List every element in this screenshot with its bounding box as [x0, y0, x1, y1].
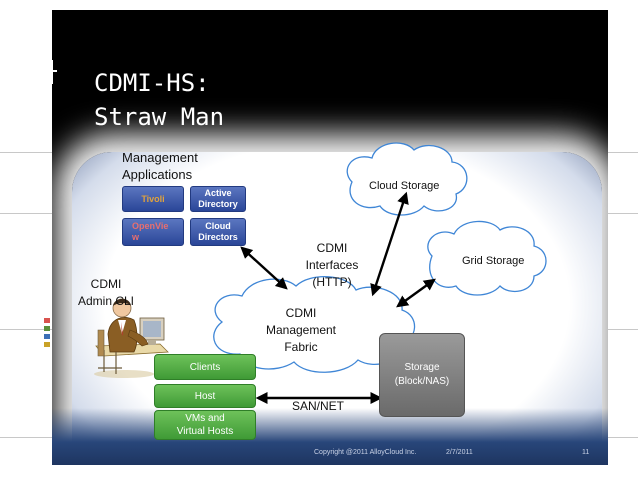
storage-box: Storage (Block/NAS): [379, 333, 465, 417]
interfaces-line2: Interfaces: [305, 258, 359, 272]
slide-title-line2: Straw Man: [94, 103, 225, 131]
footer-date: 2/7/2011: [446, 449, 473, 456]
vms-line2: Virtual Hosts: [176, 426, 234, 437]
fabric-line1: CDMI: [285, 306, 317, 320]
arrow-apps-fabric: [240, 246, 288, 290]
admin-line1: CDMI: [90, 277, 122, 291]
app-cloud-line1: Cloud: [205, 221, 231, 231]
app-openview-line1: OpenVie: [132, 221, 169, 231]
slide-footer-band: [52, 408, 608, 465]
host-label: Host: [194, 390, 216, 402]
app-active-line2: Directory: [198, 199, 238, 209]
app-tivoli-label: Tivoli: [141, 193, 165, 204]
host-box: Host: [154, 384, 256, 408]
app-openview-line2: w: [132, 232, 140, 242]
title-accent-icon: [43, 52, 57, 92]
grid-storage-label: Grid Storage: [462, 255, 525, 267]
vms-box: VMs and Virtual Hosts: [154, 410, 256, 440]
fabric-line2: Management: [265, 323, 337, 337]
footer-copyright: Copyright @2011 AlloyCloud Inc.: [314, 449, 417, 456]
slide-title: CDMI-HS: Straw Man: [94, 66, 224, 134]
cloud-storage-label: Cloud Storage: [369, 180, 440, 192]
management-fabric-label: CDMI Management Fabric: [256, 305, 346, 356]
app-cloud-line2: Directors: [198, 232, 238, 242]
arrow-fabric-grid: [396, 278, 436, 308]
vms-line1: VMs and: [185, 413, 225, 424]
cdmi-admin-cli-label: CDMI Admin CLI: [68, 276, 144, 310]
app-tivoli: Tivoli: [122, 186, 184, 212]
clients-label: Clients: [189, 361, 221, 373]
interfaces-line1: CDMI: [316, 241, 348, 255]
person-at-computer-icon: [94, 298, 169, 378]
app-active-line1: Active: [204, 188, 232, 198]
app-cloud-directors: Cloud Directors: [190, 218, 246, 246]
footer-page-number: 11: [582, 449, 590, 456]
sidebar-marks: [44, 318, 52, 350]
interfaces-line3: (HTTP): [312, 275, 352, 289]
app-openview: OpenVie w: [122, 218, 184, 246]
app-active-directory: Active Directory: [190, 186, 246, 212]
cdmi-interfaces-label: CDMI Interfaces (HTTP): [290, 240, 374, 291]
san-net-label: SAN/NET: [292, 399, 345, 413]
admin-line2: Admin CLI: [77, 294, 135, 308]
clients-box: Clients: [154, 354, 256, 380]
management-applications-label: Management Applications: [122, 149, 198, 183]
fabric-line3: Fabric: [284, 340, 318, 354]
grid-storage-shape: [427, 220, 547, 296]
storage-line1: Storage: [404, 362, 440, 373]
management-label-line1: Management: [122, 150, 198, 165]
storage-line2: (Block/NAS): [394, 376, 450, 387]
slide-title-line1: CDMI-HS:: [94, 69, 210, 97]
arrow-fabric-cloud: [370, 191, 409, 297]
management-label-line2: Applications: [122, 167, 193, 182]
